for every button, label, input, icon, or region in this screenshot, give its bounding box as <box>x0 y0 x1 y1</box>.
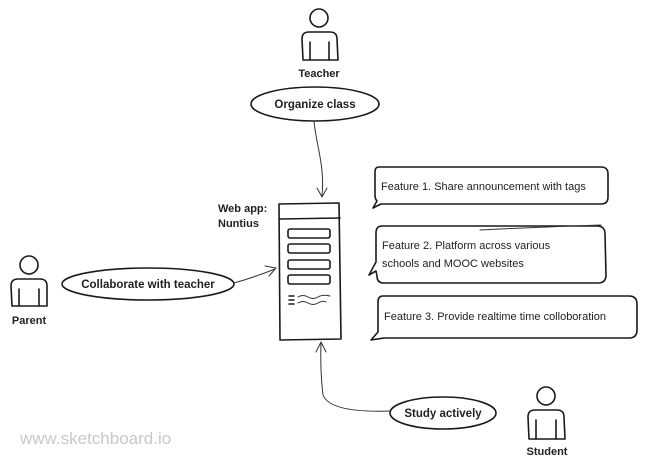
parent-icon <box>10 255 48 307</box>
feature-3-text: Feature 3. Provide realtime time collobo… <box>384 311 606 323</box>
parent-actor[interactable]: Parent <box>10 255 48 327</box>
usecase-organize-class-ellipse <box>250 86 380 122</box>
arrow-study-to-app <box>315 341 391 412</box>
feature-1-text: Feature 1. Share announcement with tags <box>381 181 586 193</box>
usecase-organize-class[interactable]: Organize class <box>250 86 380 122</box>
feature-2-text-line1: Feature 2. Platform across various <box>382 240 551 252</box>
arrow-organize-to-app <box>313 120 328 198</box>
web-app-title: Web app: <box>218 203 267 215</box>
feature-1-bubble <box>372 166 609 209</box>
feature-2-stroke <box>479 224 602 231</box>
feature-1-note[interactable]: Feature 1. Share announcement with tags <box>372 166 609 209</box>
usecase-study[interactable]: Study actively <box>389 396 497 430</box>
parent-label: Parent <box>12 315 47 327</box>
usecase-organize-class-label: Organize class <box>274 99 355 111</box>
usecase-collaborate-ellipse <box>61 267 235 301</box>
web-app-name: Nuntius <box>218 218 259 230</box>
usecase-study-ellipse <box>389 396 497 430</box>
feature-2-text-line2: schools and MOOC websites <box>382 258 524 270</box>
student-actor[interactable]: Student <box>527 386 568 458</box>
device-frame <box>278 202 342 341</box>
device-top-bar <box>278 217 341 220</box>
feature-2-bubble <box>368 225 607 284</box>
feature-3-note[interactable]: Feature 3. Provide realtime time collobo… <box>370 295 638 341</box>
teacher-actor[interactable]: Teacher <box>298 8 340 80</box>
sketchboard-watermark: www.sketchboard.io <box>19 429 171 448</box>
device-input-fields <box>287 228 331 285</box>
web-app-device[interactable] <box>278 202 342 341</box>
device-text-scribble <box>288 294 331 305</box>
usecase-collaborate[interactable]: Collaborate with teacher <box>61 267 235 301</box>
student-icon <box>527 386 566 440</box>
teacher-label: Teacher <box>298 68 340 80</box>
usecase-study-label: Study actively <box>404 408 482 420</box>
feature-3-bubble <box>370 295 638 341</box>
usecase-collaborate-label: Collaborate with teacher <box>81 279 215 291</box>
student-label: Student <box>527 446 568 458</box>
teacher-icon <box>301 8 339 61</box>
feature-2-note[interactable]: Feature 2. Platform across various schoo… <box>368 224 607 284</box>
arrow-collaborate-to-app <box>233 265 277 284</box>
web-app-label: Web app: Nuntius <box>218 203 267 230</box>
